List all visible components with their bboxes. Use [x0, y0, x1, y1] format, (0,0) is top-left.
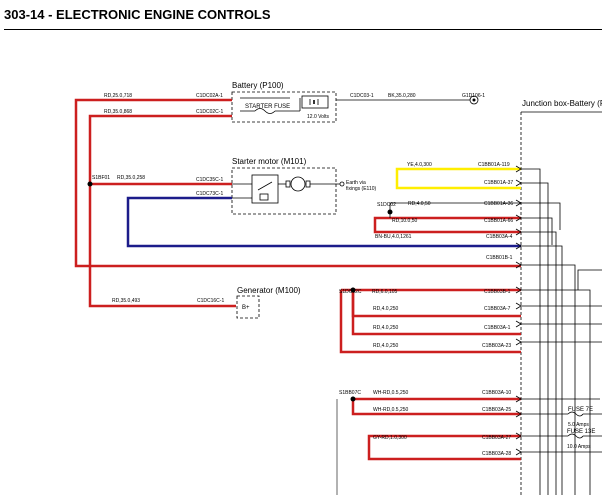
label-c1bb03a4: C1BB03A-4	[486, 234, 513, 240]
label-c1bb03a27: C1BB03A-27	[482, 435, 511, 441]
label-c1bb03a28: C1BB03A-28	[482, 451, 511, 457]
starter-motor-label: Starter motor (M101)	[232, 157, 307, 166]
label-c1bb01a37: C1BB01A-37	[484, 180, 513, 186]
label-c1dc73c1: C1DC73C-1	[196, 191, 223, 197]
fuse-7e-label: FUSE 7E	[568, 407, 593, 413]
label-c1bb03a23: C1BB03A-23	[482, 343, 511, 349]
black-wiring	[336, 99, 521, 495]
label-rd60105: RD,6.0,105	[372, 289, 398, 295]
label-w2: RD,35.0,868	[104, 109, 132, 115]
label-ye: YE,4.0,300	[407, 162, 432, 168]
red-wiring	[74, 98, 521, 461]
splice-s1dc02c	[350, 287, 356, 293]
junction-box-label: Junction box-Battery (P	[522, 99, 602, 108]
label-rd40250b: RD,4.0,250	[373, 325, 399, 331]
label-c1bb01a119: C1BB01A-119	[478, 162, 510, 168]
label-rd10050: RD,10.0,50	[392, 218, 418, 224]
connector-arrows	[515, 165, 522, 456]
label-rd4050: RD,4.0,50	[408, 201, 431, 207]
fuse-13e-rating: 10.0 Amps	[567, 444, 591, 450]
label-c1dc031: C1DC03-1	[350, 93, 374, 99]
label-c1bb03b1: C1BB03B-1	[484, 289, 511, 295]
battery-component: Battery (P100) STARTER FUSE 12.0 Volts	[231, 81, 337, 123]
battery-voltage: 12.0 Volts	[307, 114, 329, 120]
splice-points	[87, 181, 393, 402]
label-c1bb01b1: C1BB01B-1	[486, 255, 513, 261]
label-s1dc02c: S1DC02C	[339, 289, 362, 295]
splice-s1dc02	[387, 209, 393, 215]
label-c1bb01a66: C1BB01A-66	[484, 218, 513, 224]
label-c1dc02c1: C1DC02C-1	[196, 109, 223, 115]
battery-label: Battery (P100)	[232, 81, 284, 90]
label-gyrd: GY-RD,1.0,300	[373, 435, 407, 441]
splice-s1bf01	[87, 181, 93, 187]
splice-s1bb07c	[350, 396, 356, 402]
earth-label-1: Earth via	[346, 180, 366, 186]
earth-label-2: fixings (E110)	[346, 186, 377, 192]
generator-label: Generator (M100)	[237, 286, 301, 295]
blue-wire	[126, 196, 521, 248]
label-whrd2: WH-RD,0.5,250	[373, 407, 409, 413]
label-s1bf01: S1BF01	[92, 175, 110, 181]
label-s1bb07c: S1BB07C	[339, 390, 361, 396]
earth-icon	[339, 181, 345, 187]
generator-terminal: B+	[242, 305, 250, 311]
label-w4: RD,35.0,493	[112, 298, 140, 304]
fuse-7e-rating: 5.0 Amps	[568, 422, 589, 428]
label-g1d1061: G1D106-1	[462, 93, 485, 99]
junction-internal-wiring	[521, 168, 602, 495]
junction-box: Junction box-Battery (P	[520, 99, 602, 495]
fuse-13e: FUSE 13E 10.0 Amps	[567, 429, 595, 450]
label-c1bb03a10: C1BB03A-10	[482, 390, 511, 396]
label-rd40250a: RD,4.0,250	[373, 306, 399, 312]
fuse-7e: FUSE 7E 5.0 Amps	[567, 407, 593, 428]
label-c1dc35c1: C1DC35C-1	[196, 177, 223, 183]
yellow-wire	[395, 167, 521, 190]
fuse-13e-label: FUSE 13E	[567, 429, 595, 435]
label-bnbu: BN-BU,4.0,1261	[375, 234, 412, 240]
label-c1bb01a36: C1BB01A-36	[484, 201, 513, 207]
label-c1bb03a25: C1BB03A-25	[482, 407, 511, 413]
label-whrd1: WH-RD,0.5,250	[373, 390, 409, 396]
ground-icon	[469, 95, 479, 105]
label-s1dc02: S1DC02	[377, 202, 396, 208]
label-w1: RD,25.0,718	[104, 93, 132, 99]
starter-fuse-label: STARTER FUSE	[245, 104, 290, 110]
page-title: 303-14 - ELECTRONIC ENGINE CONTROLS	[4, 7, 271, 22]
starter-motor-component: Starter motor (M101) Earth via fixings (…	[231, 157, 377, 215]
title-rule	[4, 29, 602, 30]
label-w3: RD,35.0,258	[117, 175, 145, 181]
label-c1bb03a7: C1BB03A-7	[484, 306, 511, 312]
wire-labels: RD,25.0,718 RD,35.0,868 C1DC02A-1 C1DC02…	[92, 93, 513, 457]
generator-component: Generator (M100) B+	[236, 286, 301, 319]
label-bk: BK,35.0,280	[388, 93, 416, 99]
label-rd40250c: RD,4.0,250	[373, 343, 399, 349]
label-c1dc16c1: C1DC16C-1	[197, 298, 224, 304]
label-c1bb03a1: C1BB03A-1	[484, 325, 511, 331]
label-c1dc02a1: C1DC02A-1	[196, 93, 223, 99]
